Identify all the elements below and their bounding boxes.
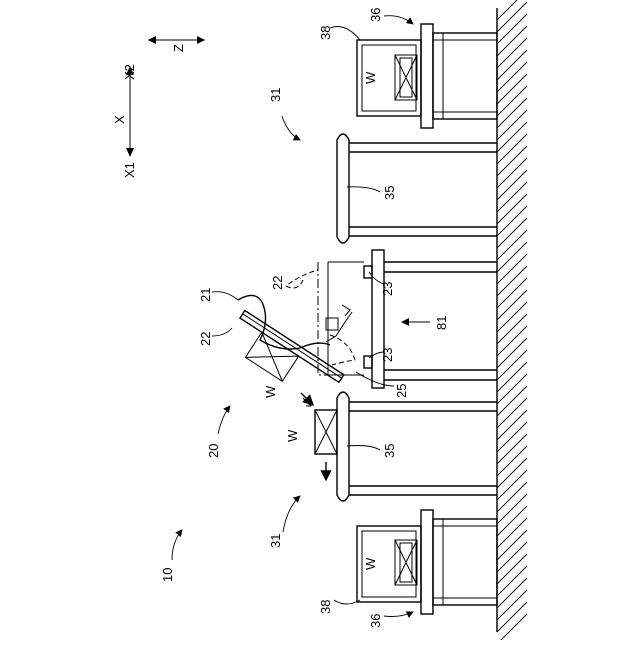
floor-wall — [497, 0, 527, 640]
ref-22-lower: 22 — [198, 332, 213, 346]
hatch-line — [497, 518, 527, 548]
hatch-line — [497, 62, 527, 92]
hatch-line — [497, 254, 527, 284]
hatch-line — [497, 26, 527, 56]
ref-31-top: 31 — [268, 88, 283, 102]
hatch-line — [497, 230, 527, 260]
hatch-line — [497, 50, 527, 80]
conveyor-35-upper — [337, 134, 497, 243]
x1-arrowhead — [126, 148, 134, 157]
storage-bottom-plate — [421, 510, 433, 614]
robot-20: W — [224, 262, 355, 407]
x2-axis-label: X2 — [122, 64, 137, 80]
station-81 — [326, 250, 497, 388]
hatch-line — [497, 122, 527, 152]
ref-38-bottom: 38 — [318, 600, 333, 614]
storage-unit-top: W — [357, 24, 497, 128]
hatch-line — [497, 362, 527, 392]
hatch-line — [497, 110, 527, 140]
hatch-line — [497, 494, 527, 524]
hatch-line — [497, 602, 527, 632]
workpiece-mid-label: W — [285, 429, 300, 442]
hatch-line — [497, 374, 527, 404]
hatch-line — [497, 314, 527, 344]
hand-prior-lower — [330, 335, 355, 365]
hatch-line — [497, 2, 527, 32]
hatch-line — [497, 590, 527, 620]
axis-indicator: Z X2 X X1 — [112, 36, 205, 178]
ref-35-upper: 35 — [382, 186, 397, 200]
hatch-line — [497, 470, 527, 500]
hatch-line — [497, 458, 527, 488]
hatch-line — [497, 578, 527, 608]
ref-35-lower: 35 — [382, 444, 397, 458]
hatch-line — [497, 350, 527, 380]
z-arrowhead-right — [197, 36, 205, 44]
hatch-line — [497, 290, 527, 320]
hatch-line — [497, 14, 527, 44]
x-axis-label: X — [112, 115, 127, 124]
ref-36-bottom: 36 — [368, 614, 383, 628]
ref-23-lower: 23 — [380, 348, 395, 362]
hatch-line — [497, 302, 527, 332]
floor-hatching — [497, 0, 527, 640]
station-plate — [372, 250, 384, 388]
hatch-line — [497, 206, 527, 236]
hatch-line — [497, 182, 527, 212]
z-arrowhead-left — [148, 36, 156, 44]
hatch-line — [497, 482, 527, 512]
hatch-line — [497, 398, 527, 428]
hatch-line — [497, 422, 527, 452]
hatch-line — [497, 338, 527, 368]
robot-arm-link — [326, 312, 352, 342]
hatch-line — [497, 74, 527, 104]
hatch-line — [497, 542, 527, 572]
conveyor-upper-roller — [337, 134, 349, 243]
hatch-line — [497, 386, 527, 416]
hatch-line — [497, 278, 527, 308]
hatch-line — [497, 170, 527, 200]
hatch-line — [497, 38, 527, 68]
ref-20: 20 — [206, 444, 221, 458]
ref-25: 25 — [394, 384, 409, 398]
x1-axis-label: X1 — [122, 162, 137, 178]
hatch-line — [497, 530, 527, 560]
hatch-line — [497, 194, 527, 224]
z-axis-label: Z — [171, 44, 186, 52]
hatch-line — [497, 98, 527, 128]
hatch-line — [497, 146, 527, 176]
hatch-line — [497, 86, 527, 116]
hatch-line — [497, 218, 527, 248]
clamp-23-upper — [364, 266, 372, 278]
workpiece-bottom-label: W — [363, 557, 378, 570]
ref-10: 10 — [160, 568, 175, 582]
hatch-line — [497, 410, 527, 440]
ref-36-top: 36 — [368, 8, 383, 22]
ref-22-upper: 22 — [270, 276, 285, 290]
clamp-23-lower — [364, 356, 372, 368]
workpiece-robot-label: W — [263, 385, 278, 398]
hatch-line — [497, 434, 527, 464]
storage-unit-bottom: W — [357, 510, 497, 614]
workpiece-top-label: W — [363, 71, 378, 84]
hatch-line — [497, 446, 527, 476]
hatch-line — [497, 566, 527, 596]
hatch-line — [497, 326, 527, 356]
reference-numerals: 38 36 31 35 22 23 21 22 81 23 25 20 3 — [160, 8, 449, 628]
hatch-line — [497, 506, 527, 536]
hatch-line — [497, 266, 527, 296]
conveyor-lower-roller — [337, 392, 349, 501]
hand-22-prior — [286, 270, 318, 288]
hatch-line — [497, 158, 527, 188]
ref-81: 81 — [434, 316, 449, 330]
ref-31-bottom: 31 — [268, 534, 283, 548]
hatch-line — [497, 134, 527, 164]
hatch-line — [497, 242, 527, 272]
storage-top-plate — [421, 24, 433, 128]
hatch-line — [497, 554, 527, 584]
ref-21: 21 — [198, 288, 213, 302]
